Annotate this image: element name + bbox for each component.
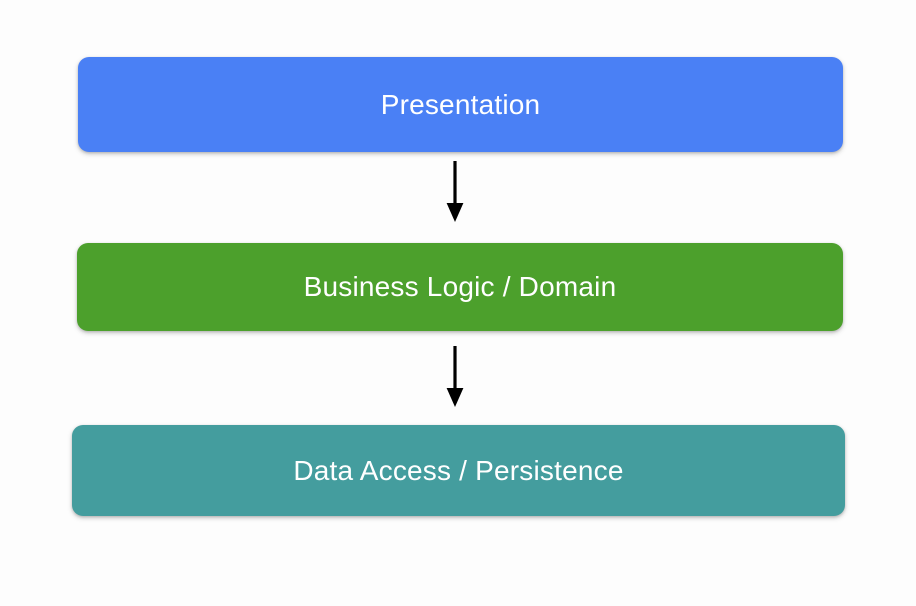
layer-box-presentation[interactable]: Presentation xyxy=(78,57,843,152)
arrow-business-to-data-icon xyxy=(446,346,464,407)
layer-box-business-logic[interactable]: Business Logic / Domain xyxy=(77,243,843,331)
layer-label-data-access: Data Access / Persistence xyxy=(293,454,624,486)
layer-label-presentation: Presentation xyxy=(380,88,541,120)
arrow-head xyxy=(446,388,464,407)
layer-label-business-logic: Business Logic / Domain xyxy=(303,271,617,302)
layer-box-data-access[interactable]: Data Access / Persistence xyxy=(72,425,845,516)
arrow-presentation-to-business-icon xyxy=(446,161,464,222)
arrow-head xyxy=(446,203,464,222)
